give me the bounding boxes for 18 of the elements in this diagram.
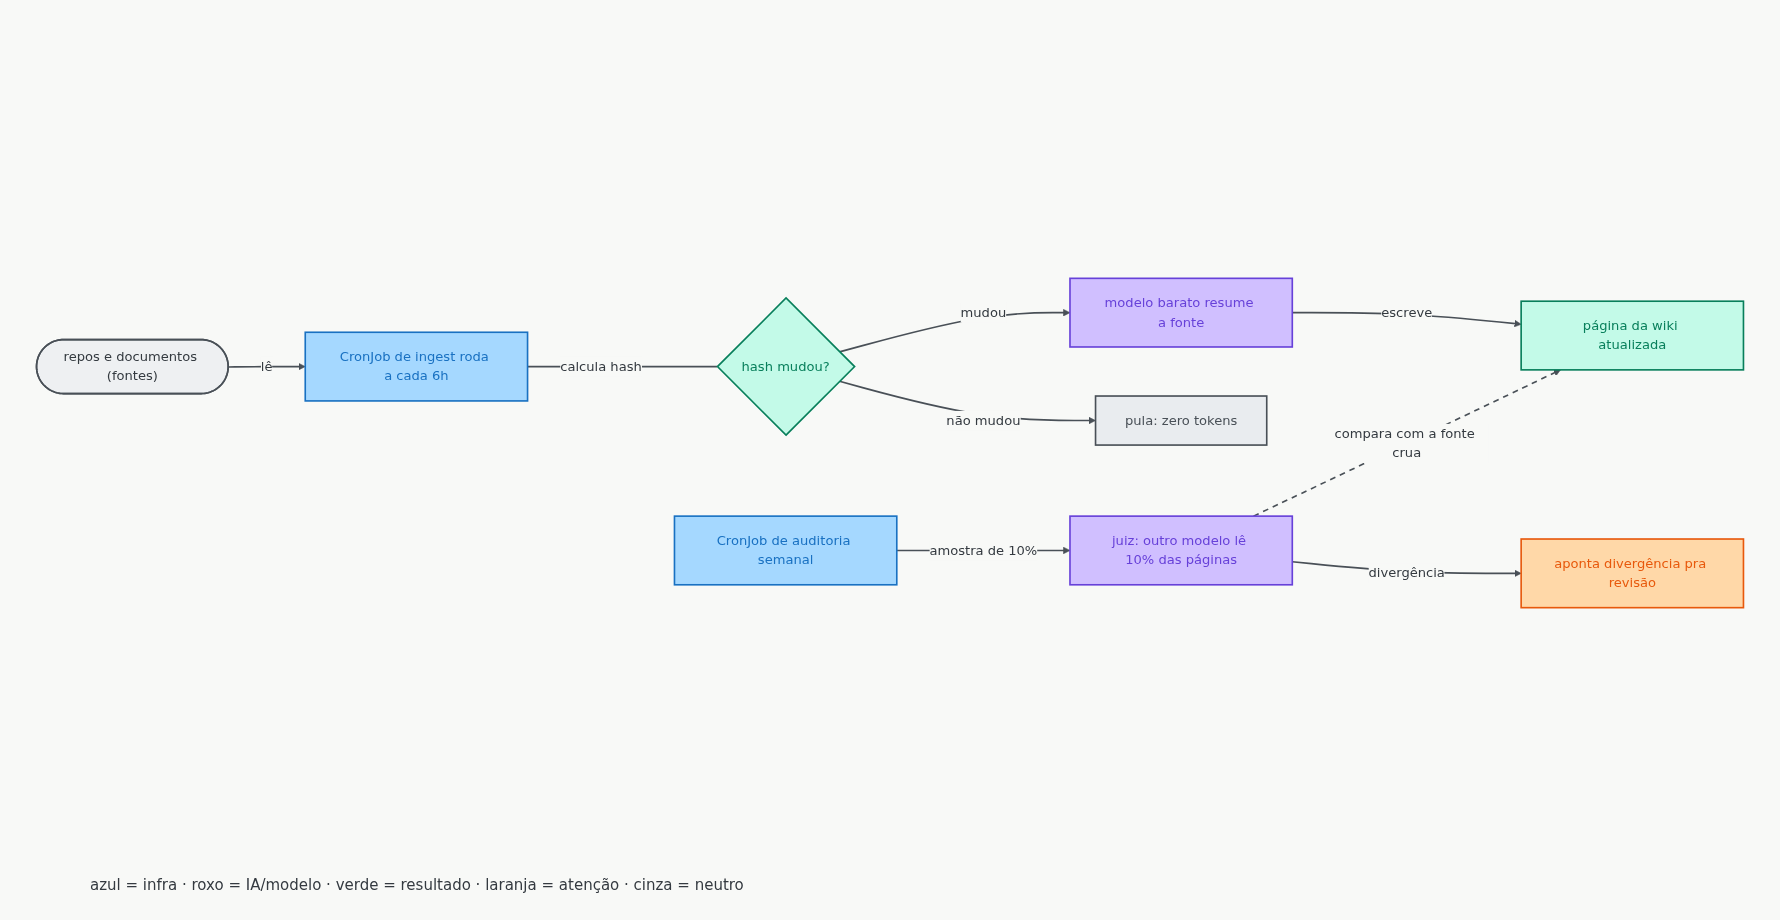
edge-label: divergência <box>1368 565 1445 581</box>
node-diamond: hash mudou? <box>716 296 856 437</box>
node-box: juiz: outro modelo lê 10% das páginas <box>1069 515 1294 586</box>
node-box: CronJob de ingest roda a cada 6h <box>304 331 529 402</box>
node-box: aponta divergência pra revisão <box>1520 538 1745 609</box>
edge-label: escreve <box>1381 304 1433 321</box>
edge-label: compara com a fonte crua <box>1334 425 1475 461</box>
node-box: página da wiki atualizada <box>1520 300 1745 371</box>
node-box: CronJob de auditoria semanal <box>673 515 898 586</box>
edge-label: lê <box>260 358 273 374</box>
edge-label: mudou <box>960 304 1007 321</box>
edge-label: calcula hash <box>560 358 642 374</box>
edge-label: não mudou <box>946 412 1021 428</box>
arrow <box>1252 369 1561 517</box>
node-box: pula: zero tokens <box>1094 395 1268 446</box>
edge-label: amostra de 10% <box>929 542 1038 558</box>
color-key-note: azul = infra · roxo = IA/modelo · verde = resultado · laranja = atenção · cinza = neutro <box>90 876 744 894</box>
node-box: modelo barato resume a fonte <box>1069 277 1294 348</box>
